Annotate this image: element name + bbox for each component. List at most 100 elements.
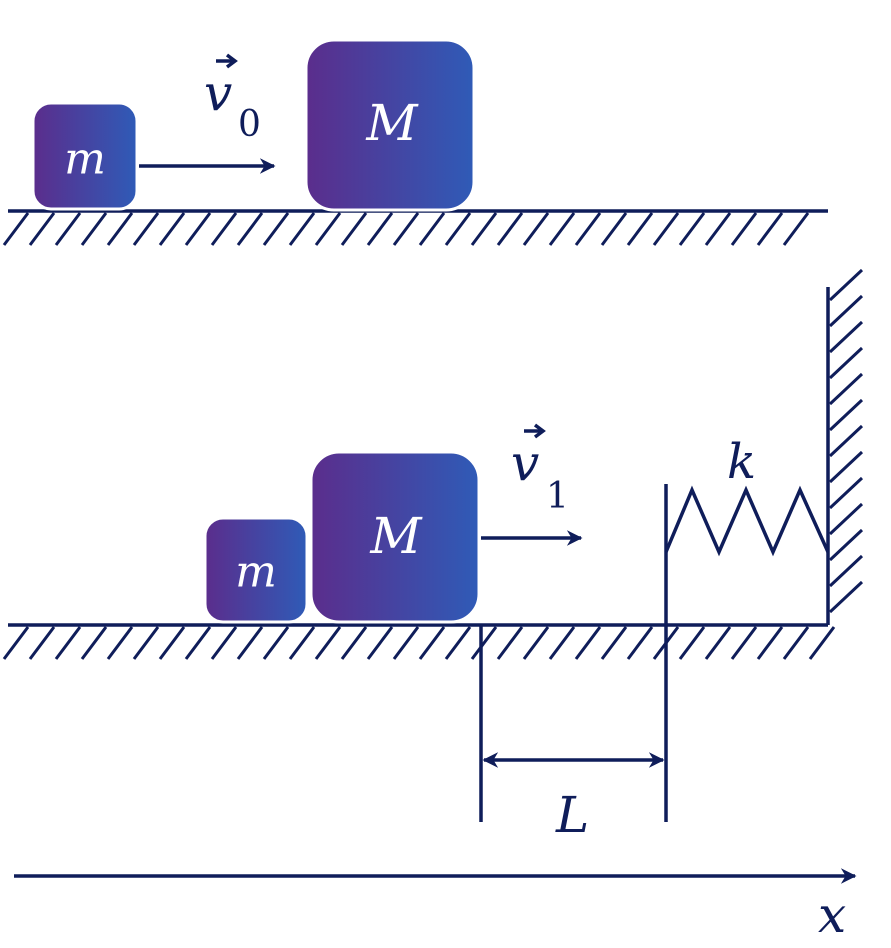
hatch-stroke: [756, 626, 784, 660]
hatch-stroke: [626, 626, 654, 660]
hatch-stroke: [828, 294, 864, 328]
hatch-stroke: [28, 626, 56, 660]
hatch-stroke: [574, 626, 602, 660]
hatch-stroke: [444, 626, 472, 660]
hatch-stroke: [288, 212, 316, 246]
bottom-scene: m M v 1 k L: [2, 268, 864, 844]
hatch-stroke: [678, 212, 706, 246]
top-scene: m M v 0: [2, 38, 828, 246]
hatch-stroke: [314, 212, 342, 246]
hatch-stroke: [106, 626, 134, 660]
hatch-stroke: [392, 212, 420, 246]
hatch-stroke: [262, 626, 290, 660]
hatch-stroke: [828, 554, 864, 588]
top-big-block: M: [304, 38, 476, 212]
top-velocity-subscript: 0: [238, 104, 261, 145]
hatch-stroke: [496, 626, 524, 660]
hatch-stroke: [470, 626, 498, 660]
top-big-block-label: M: [365, 94, 419, 152]
distance-marker: L: [479, 625, 665, 844]
hatch-stroke: [652, 212, 680, 246]
hatch-stroke: [808, 626, 836, 660]
spring: k: [664, 434, 830, 822]
wall: [826, 268, 864, 625]
top-small-block: m: [31, 101, 139, 211]
hatch-stroke: [132, 212, 160, 246]
hatch-stroke: [828, 580, 864, 614]
hatch-stroke: [522, 626, 550, 660]
hatch-stroke: [132, 626, 160, 660]
hatch-stroke: [828, 268, 864, 302]
hatch-stroke: [574, 212, 602, 246]
hatch-stroke: [828, 346, 864, 380]
hatch-stroke: [756, 212, 784, 246]
hatch-stroke: [600, 212, 628, 246]
wall-hatching: [828, 268, 864, 614]
hatch-stroke: [418, 212, 446, 246]
hatch-stroke: [730, 212, 758, 246]
hatch-stroke: [80, 626, 108, 660]
x-axis: x: [14, 868, 857, 944]
hatch-stroke: [470, 212, 498, 246]
top-small-block-label: m: [64, 134, 106, 185]
hatch-stroke: [548, 212, 576, 246]
hatch-stroke: [158, 626, 186, 660]
hatch-stroke: [548, 626, 576, 660]
hatch-stroke: [444, 212, 472, 246]
bottom-ground-hatching: [2, 626, 836, 660]
hatch-stroke: [366, 626, 394, 660]
hatch-stroke: [828, 320, 864, 354]
hatch-stroke: [28, 212, 56, 246]
hatch-stroke: [392, 626, 420, 660]
bottom-velocity-letter: v: [511, 434, 539, 492]
hatch-stroke: [106, 212, 134, 246]
hatch-stroke: [704, 626, 732, 660]
hatch-stroke: [782, 626, 810, 660]
bottom-big-block: M: [309, 450, 481, 624]
hatch-stroke: [158, 212, 186, 246]
hatch-stroke: [828, 398, 864, 432]
top-velocity-symbol: v 0: [204, 53, 261, 145]
bottom-velocity-symbol: v 1: [511, 423, 569, 517]
hatch-stroke: [236, 626, 264, 660]
hatch-stroke: [210, 212, 238, 246]
x-axis-label: x: [818, 886, 846, 944]
hatch-stroke: [340, 212, 368, 246]
hatch-stroke: [678, 626, 706, 660]
hatch-stroke: [184, 626, 212, 660]
hatch-stroke: [184, 212, 212, 246]
top-velocity-letter: v: [204, 64, 232, 122]
hatch-stroke: [262, 212, 290, 246]
hatch-stroke: [288, 626, 316, 660]
hatch-stroke: [54, 212, 82, 246]
hatch-stroke: [828, 476, 864, 510]
hatch-stroke: [828, 502, 864, 536]
bottom-small-block-label: m: [235, 547, 277, 598]
hatch-stroke: [522, 212, 550, 246]
hatch-stroke: [730, 626, 758, 660]
hatch-stroke: [236, 212, 264, 246]
hatch-stroke: [366, 212, 394, 246]
hatch-stroke: [828, 372, 864, 406]
hatch-stroke: [2, 212, 30, 246]
hatch-stroke: [828, 528, 864, 562]
hatch-stroke: [210, 626, 238, 660]
hatch-stroke: [340, 626, 368, 660]
hatch-stroke: [80, 212, 108, 246]
hatch-stroke: [828, 450, 864, 484]
hatch-stroke: [600, 626, 628, 660]
hatch-stroke: [314, 626, 342, 660]
spring-constant-label: k: [727, 434, 756, 490]
top-ground: [2, 209, 828, 246]
hatch-stroke: [782, 212, 810, 246]
hatch-stroke: [704, 212, 732, 246]
bottom-big-block-label: M: [369, 507, 423, 565]
top-ground-hatching: [2, 212, 810, 246]
hatch-stroke: [496, 212, 524, 246]
distance-label: L: [555, 786, 589, 844]
bottom-small-block: m: [203, 516, 309, 624]
hatch-stroke: [54, 626, 82, 660]
hatch-stroke: [2, 626, 30, 660]
hatch-stroke: [418, 626, 446, 660]
